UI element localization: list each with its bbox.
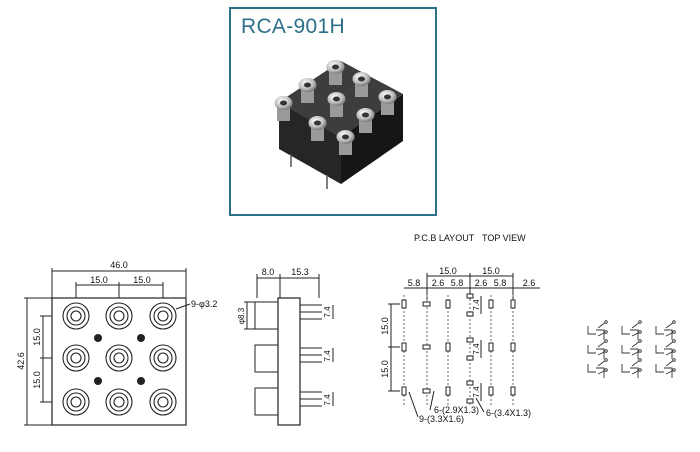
pcb-layout-heading: P.C.B LAYOUT xyxy=(414,233,475,243)
front-vert-a-label: 15.0 xyxy=(32,328,42,346)
front-width-label: 46.0 xyxy=(110,260,128,270)
side-pin-c-label: 7.4 xyxy=(323,394,332,406)
pcb-pad-a-label: 6-(2.9X1.3) xyxy=(434,405,479,415)
pcb-pad-c-label: 9-(3.3X1.6) xyxy=(419,414,464,424)
side-pin-b-label: 7.4 xyxy=(323,350,332,362)
schematic-cell xyxy=(621,320,642,340)
connector-photo xyxy=(274,60,403,189)
pcb-pads xyxy=(401,293,516,404)
pcb-s6-label: 2.6 xyxy=(523,278,536,288)
front-height-label: 42.6 xyxy=(16,352,26,370)
pcb-s5-label: 5.8 xyxy=(494,278,507,288)
schematic-cell xyxy=(587,339,608,359)
pcb-p3-label: 7.4 xyxy=(472,386,481,398)
top-view-heading: TOP VIEW xyxy=(482,233,526,243)
schematic-cell xyxy=(587,358,608,378)
side-d2-label: 15.3 xyxy=(291,267,309,277)
side-diameter-label: φ8.3 xyxy=(237,307,246,324)
jack-array xyxy=(274,60,397,155)
front-view xyxy=(24,268,191,426)
pcb-pad-b-label: 6-(3.4X1.3) xyxy=(486,408,531,418)
schematic-cell xyxy=(655,320,676,340)
schematic-cell xyxy=(655,339,676,359)
front-vert-b-label: 15.0 xyxy=(32,371,42,389)
front-holes-label: 9-φ3.2 xyxy=(191,299,217,309)
schematic-cell xyxy=(587,320,608,340)
front-pitch-b-label: 15.0 xyxy=(133,275,151,285)
pcb-v2-label: 15.0 xyxy=(380,360,390,378)
pcb-s1-label: 5.8 xyxy=(408,278,421,288)
product-photo-panel: RCA-901H xyxy=(229,7,437,216)
model-title: RCA-901H xyxy=(241,15,345,38)
schematic-symbols xyxy=(587,320,676,378)
pcb-layout xyxy=(388,273,540,418)
side-view xyxy=(244,274,334,426)
pcb-top-a-label: 15.0 xyxy=(439,266,457,276)
side-d1-label: 8.0 xyxy=(262,267,275,277)
pcb-p1-label: 7.4 xyxy=(472,299,481,311)
schematic-cell xyxy=(621,358,642,378)
schematic-cell xyxy=(621,339,642,359)
pcb-p2-label: 7.4 xyxy=(472,343,481,355)
pcb-s4-label: 2.6 xyxy=(475,278,488,288)
pcb-v1-label: 15.0 xyxy=(380,317,390,335)
schematic-cell xyxy=(655,358,676,378)
pcb-s3-label: 5.8 xyxy=(451,278,464,288)
pcb-top-b-label: 15.0 xyxy=(482,266,500,276)
pcb-s2-label: 2.6 xyxy=(432,278,445,288)
front-pitch-a-label: 15.0 xyxy=(90,275,108,285)
side-pin-a-label: 7.4 xyxy=(323,306,332,318)
